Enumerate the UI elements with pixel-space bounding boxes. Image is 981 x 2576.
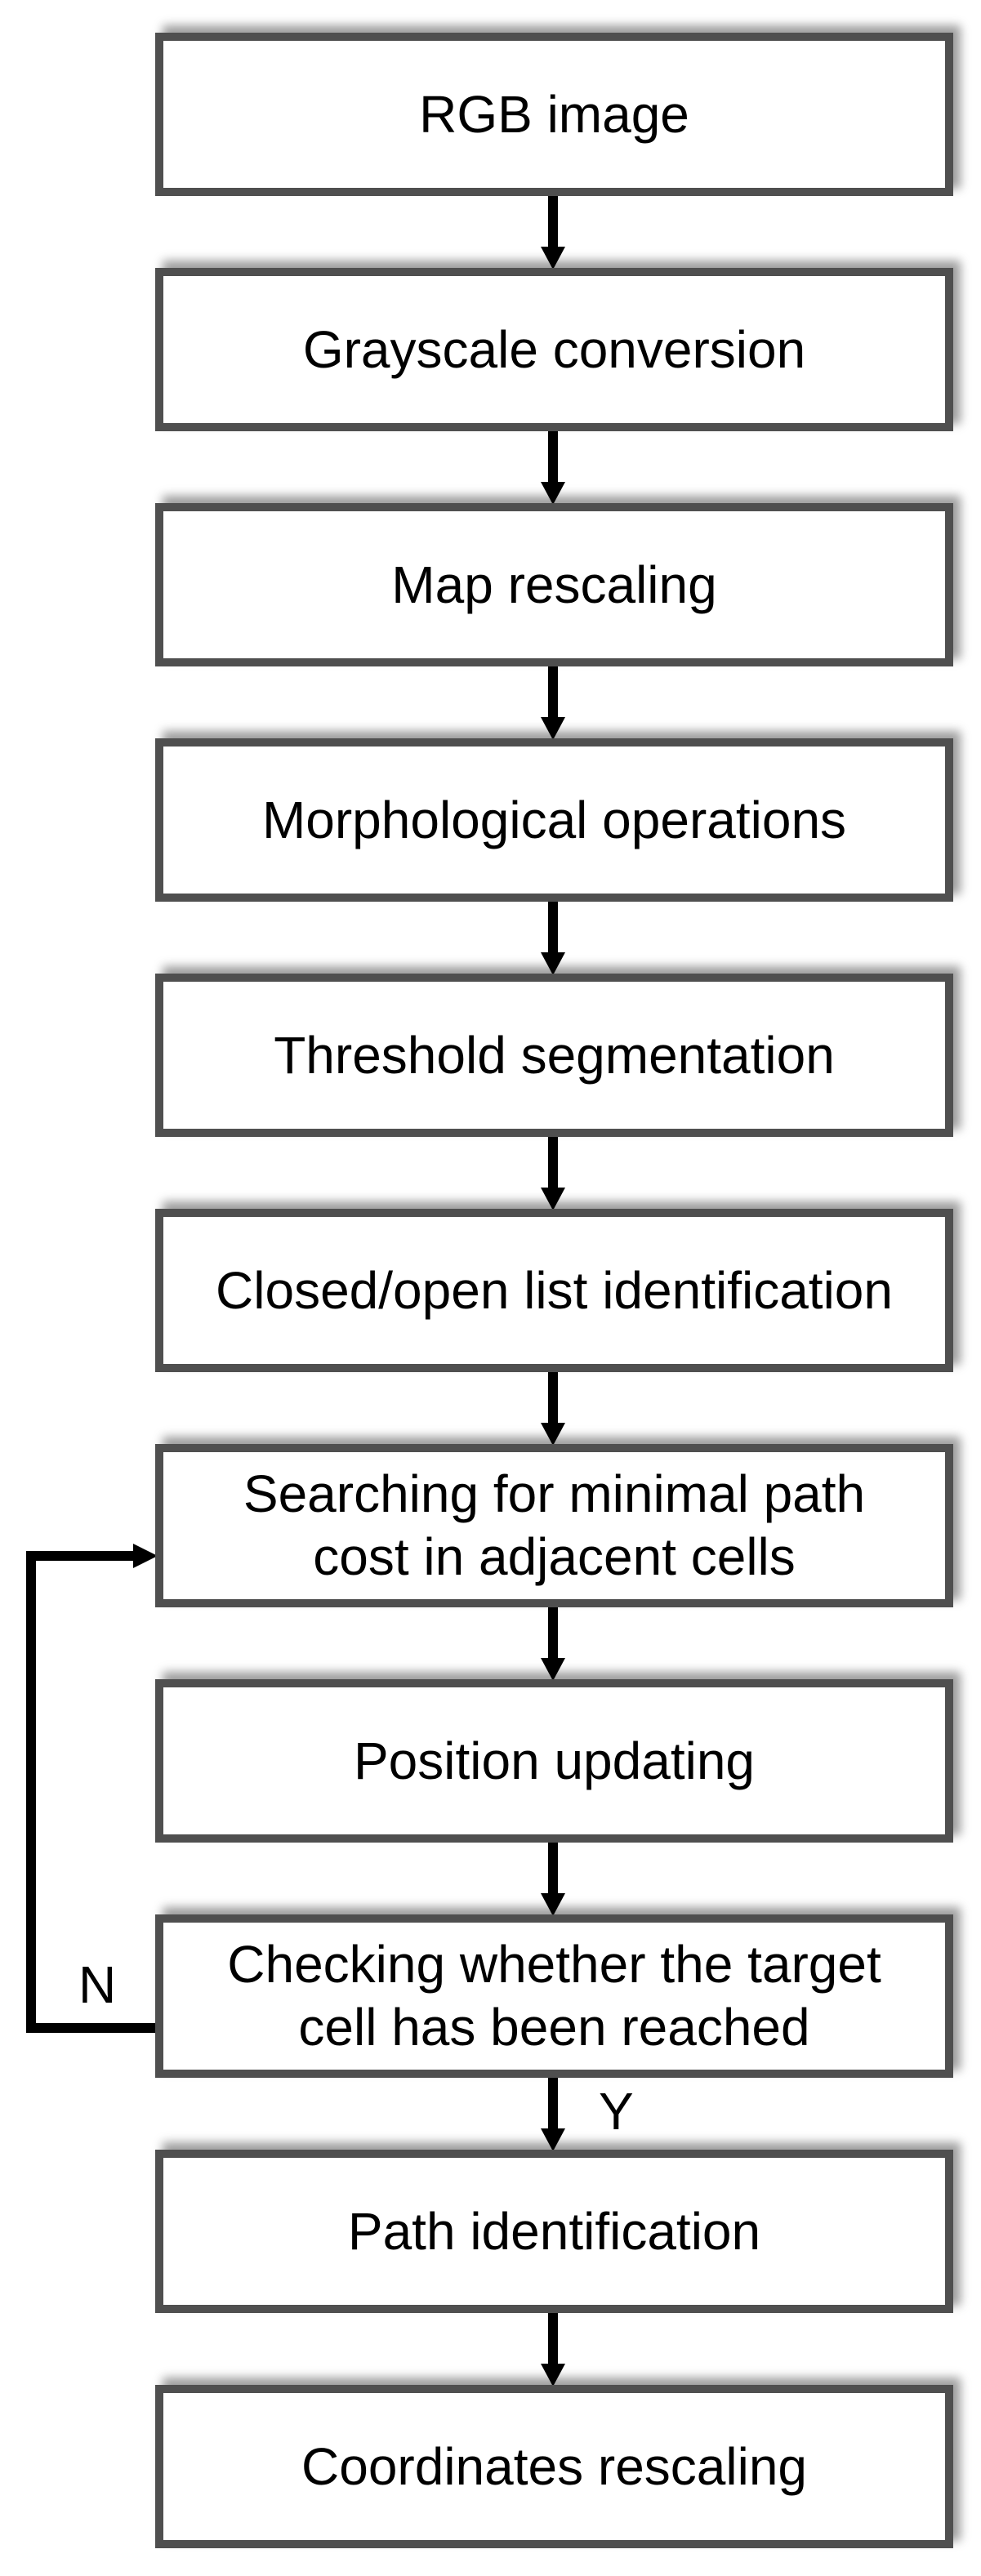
- flow-node-map-rescaling: Map rescaling: [155, 503, 953, 666]
- flow-node-label: Closed/open list identification: [216, 1260, 893, 1320]
- flow-arrowhead-down-icon: [541, 247, 565, 270]
- flow-arrowhead-down-icon: [541, 717, 565, 740]
- flow-node-grayscale-conversion: Grayscale conversion: [155, 268, 953, 431]
- flow-node-label: Coordinates rescaling: [301, 2436, 807, 2496]
- branch-yes-label: Y: [599, 2082, 634, 2141]
- flow-node-label: Checking whether the target cell has bee…: [227, 1935, 881, 2057]
- flow-node-coordinates-rescaling: Coordinates rescaling: [155, 2385, 953, 2548]
- flow-node-label: Position updating: [353, 1731, 756, 1790]
- flow-arrow-shaft-10: [548, 2313, 558, 2365]
- loop-line-vertical: [26, 1551, 36, 2032]
- flow-node-position-updating: Position updating: [155, 1679, 953, 1843]
- flow-node-label: Searching for minimal path cost in adjac…: [243, 1464, 866, 1586]
- flow-node-searching-minimal-path-cost: Searching for minimal path cost in adjac…: [155, 1444, 953, 1607]
- flow-arrowhead-down-icon: [541, 2364, 565, 2387]
- flow-arrow-shaft-6: [548, 1372, 558, 1424]
- flow-node-label: Grayscale conversion: [302, 319, 806, 379]
- loop-line-top: [26, 1551, 133, 1561]
- flow-arrow-shaft-4: [548, 902, 558, 954]
- flow-node-checking-target-reached: Checking whether the target cell has bee…: [155, 1914, 953, 2078]
- flow-arrow-shaft-2: [548, 431, 558, 484]
- flow-node-threshold-segmentation: Threshold segmentation: [155, 974, 953, 1137]
- flow-arrowhead-down-icon: [541, 1188, 565, 1210]
- flow-arrowhead-down-icon: [541, 1893, 565, 1916]
- loop-line-from-check: [26, 2023, 159, 2033]
- flow-arrow-shaft-8: [548, 1843, 558, 1895]
- flow-node-label: Path identification: [347, 2201, 761, 2261]
- flow-node-rgb-image: RGB image: [155, 33, 953, 196]
- flow-node-label: Threshold segmentation: [274, 1025, 835, 1085]
- loop-arrowhead-into-search-icon: [133, 1544, 158, 1568]
- flow-arrowhead-down-icon: [541, 2128, 565, 2151]
- flow-arrowhead-down-icon: [541, 1423, 565, 1446]
- flow-arrow-shaft-3: [548, 666, 558, 719]
- flow-arrowhead-down-icon: [541, 1658, 565, 1681]
- flow-arrow-shaft-5: [548, 1137, 558, 1189]
- flow-node-label: Morphological operations: [261, 790, 847, 849]
- flow-node-label: Map rescaling: [391, 555, 717, 614]
- flow-node-path-identification: Path identification: [155, 2150, 953, 2313]
- flow-node-morphological-operations: Morphological operations: [155, 738, 953, 902]
- flow-node-label: RGB image: [419, 84, 689, 144]
- flow-arrow-shaft-1: [548, 196, 558, 248]
- loop-no-label: N: [78, 1955, 117, 2014]
- flow-arrowhead-down-icon: [541, 952, 565, 975]
- flow-arrowhead-down-icon: [541, 482, 565, 505]
- flow-node-closed-open-list-identification: Closed/open list identification: [155, 1209, 953, 1372]
- flow-arrow-shaft-9: [548, 2078, 558, 2130]
- flow-arrow-shaft-7: [548, 1607, 558, 1660]
